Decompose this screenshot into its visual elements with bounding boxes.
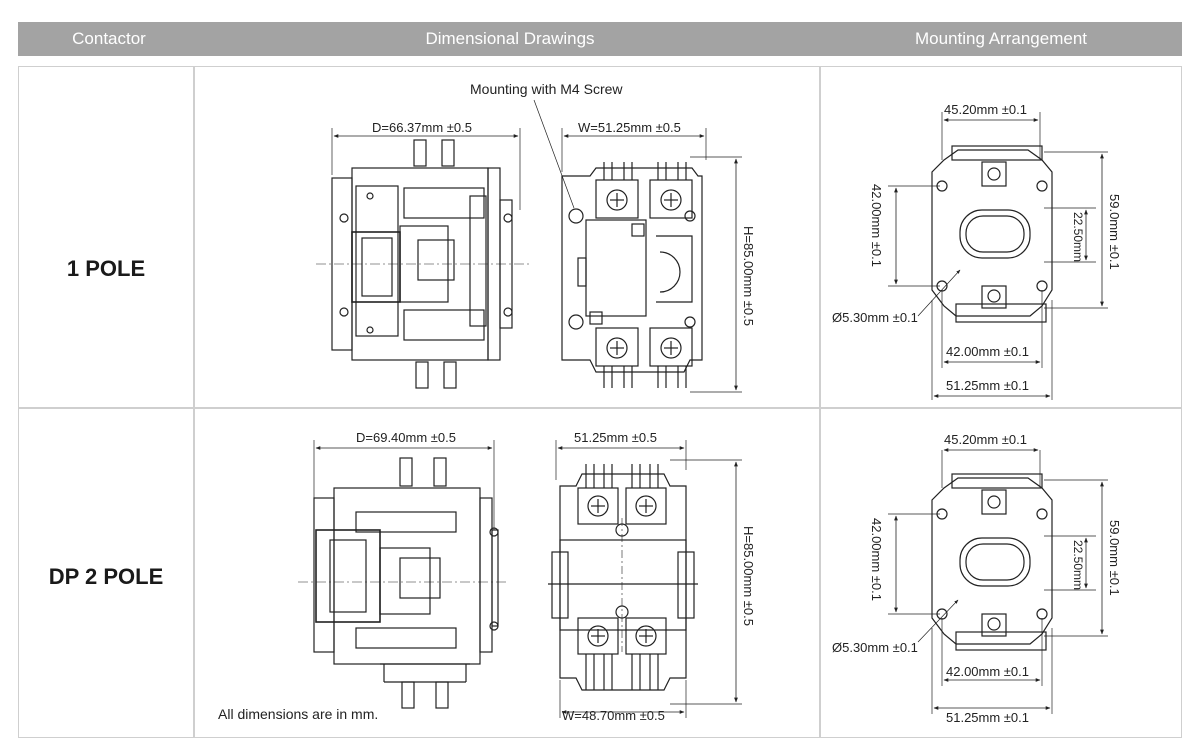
row1-mounting-diagram xyxy=(888,112,1108,400)
row2-label-cell xyxy=(18,408,194,738)
row2-mount-top-width: 45.20mm ±0.1 xyxy=(944,432,1027,447)
row2-mount-bottom-inner: 42.00mm ±0.1 xyxy=(946,664,1029,679)
row1-mounting-cell xyxy=(820,66,1182,408)
footnote: All dimensions are in mm. xyxy=(218,706,379,722)
table-header: Contactor Dimensional Drawings Mounting … xyxy=(18,22,1182,56)
row2-drawing-cell xyxy=(194,408,820,738)
row2-front-height: H=85.00mm ±0.5 xyxy=(741,526,756,626)
row2-front-width-top: 51.25mm ±0.5 xyxy=(574,430,657,445)
row1-side-view xyxy=(316,128,530,389)
row1-front-height: H=85.00mm ±0.5 xyxy=(741,226,756,326)
row2-side-view xyxy=(298,440,508,709)
row1-mount-inner-height: 22.50mm xyxy=(1071,212,1085,262)
header-mounting-arrangement: Mounting Arrangement xyxy=(915,29,1087,48)
row2-mount-hole: Ø5.30mm ±0.1 xyxy=(832,640,918,655)
row2-mount-left-height: 42.00mm ±0.1 xyxy=(869,518,884,601)
row2-mount-bottom-outer: 51.25mm ±0.1 xyxy=(946,710,1029,725)
row1-mount-bottom-inner: 42.00mm ±0.1 xyxy=(946,344,1029,359)
row2-front-view xyxy=(548,440,742,718)
row1-mount-left-height: 42.00mm ±0.1 xyxy=(869,184,884,267)
row1-label-cell xyxy=(18,66,194,408)
row2-mount-right-height: 59.0mm ±0.1 xyxy=(1107,520,1122,596)
row1-mount-hole: Ø5.30mm ±0.1 xyxy=(832,310,918,325)
row1-label: 1 POLE xyxy=(66,256,146,281)
row1-mount-top-width: 45.20mm ±0.1 xyxy=(944,102,1027,117)
header-contactor: Contactor xyxy=(72,29,146,48)
row1-front-view xyxy=(533,99,742,393)
row1-side-depth: D=66.37mm ±0.5 xyxy=(372,120,472,135)
row1-drawing-cell xyxy=(194,66,820,408)
row1-mount-note: Mounting with M4 Screw xyxy=(470,81,623,97)
row1-mount-bottom-outer: 51.25mm ±0.1 xyxy=(946,378,1029,393)
row2-side-depth: D=69.40mm ±0.5 xyxy=(356,430,456,445)
row2-mounting-cell xyxy=(820,408,1182,738)
header-dimensional-drawings: Dimensional Drawings xyxy=(425,29,595,48)
row2-mount-inner-height: 22.50mm xyxy=(1071,540,1085,590)
row2-front-width-bottom: W=48.70mm ±0.5 xyxy=(562,708,665,723)
row1-mount-right-height: 59.0mm ±0.1 xyxy=(1107,194,1122,270)
row1-front-width: W=51.25mm ±0.5 xyxy=(578,120,681,135)
row2-mounting-diagram xyxy=(888,448,1108,714)
row2-label: DP 2 POLE xyxy=(48,564,164,589)
